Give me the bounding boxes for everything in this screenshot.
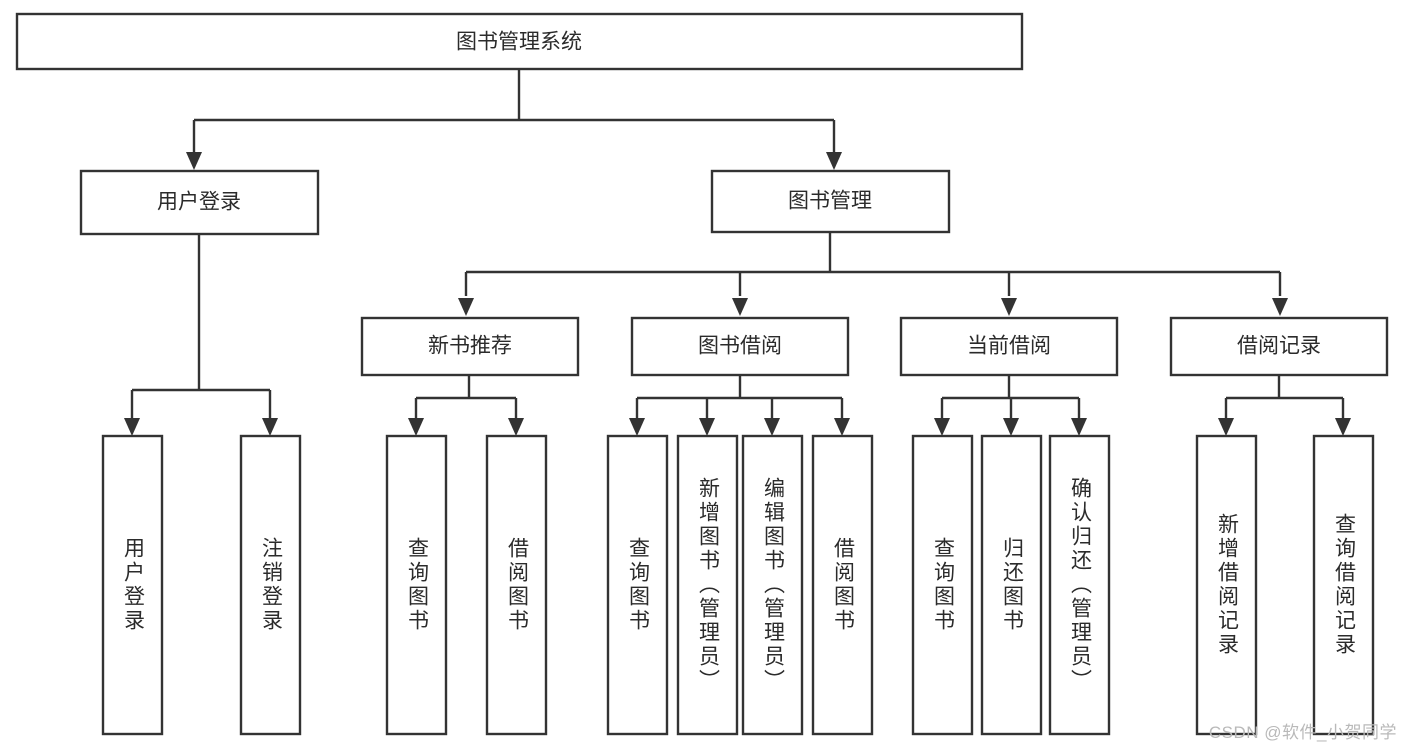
node-leaf-edit-book-admin-label: 编辑图书（管理员） <box>761 477 785 693</box>
arrow-head-icon <box>1218 418 1234 436</box>
arrow-head-icon <box>732 298 748 316</box>
arrow-head-icon <box>1003 418 1019 436</box>
csdn-watermark: CSDN @软件_小贺同学 <box>1208 723 1397 742</box>
node-leaf-add-borrow-record[interactable]: 新增借阅记录 <box>1195 434 1258 736</box>
node-current-borrow[interactable]: 当前借阅 <box>899 316 1119 377</box>
node-leaf-logout[interactable]: 注销登录 <box>239 434 302 736</box>
arrow-head-icon <box>764 418 780 436</box>
node-root-label: 图书管理系统 <box>456 31 582 54</box>
connector-record-to-leaves <box>1218 375 1351 436</box>
node-leaf-query-borrow-record-label: 查询借阅记录 <box>1332 513 1356 657</box>
node-leaf-user-login-label: 用户登录 <box>121 537 145 633</box>
connector-current-to-leaves <box>934 375 1087 436</box>
connector-root-to-level1 <box>186 69 842 170</box>
arrow-head-icon <box>458 298 474 316</box>
connector-newbook-to-leaves <box>408 375 524 436</box>
node-leaf-query-borrow-record[interactable]: 查询借阅记录 <box>1312 434 1375 736</box>
arrow-head-icon <box>262 418 278 436</box>
node-leaf-query-book-borrow-label: 查询图书 <box>626 537 650 633</box>
node-leaf-return-book[interactable]: 归还图书 <box>980 434 1043 736</box>
node-borrow-record-label: 借阅记录 <box>1237 335 1321 358</box>
node-leaf-user-login[interactable]: 用户登录 <box>101 434 164 736</box>
connector-borrow-to-leaves <box>629 375 850 436</box>
node-new-book-recommend[interactable]: 新书推荐 <box>360 316 580 377</box>
node-leaf-query-book-current-label: 查询图书 <box>931 537 955 633</box>
arrow-head-icon <box>699 418 715 436</box>
arrow-head-icon <box>629 418 645 436</box>
node-book-management-label: 图书管理 <box>788 190 872 213</box>
arrow-head-icon <box>124 418 140 436</box>
node-current-borrow-label: 当前借阅 <box>967 335 1051 358</box>
node-leaf-edit-book-admin[interactable]: 编辑图书（管理员） <box>741 434 804 736</box>
node-leaf-query-book-borrow[interactable]: 查询图书 <box>606 434 669 736</box>
arrow-head-icon <box>1001 298 1017 316</box>
node-leaf-query-book-rec[interactable]: 查询图书 <box>385 434 448 736</box>
connector-userlogin-to-leaves <box>124 234 278 436</box>
node-leaf-add-book-admin-label: 新增图书（管理员） <box>696 477 720 693</box>
node-root-system[interactable]: 图书管理系统 <box>15 12 1024 71</box>
connector-bookmgmt-to-level2 <box>458 232 1288 316</box>
node-leaf-query-book-current[interactable]: 查询图书 <box>911 434 974 736</box>
node-leaf-return-book-label: 归还图书 <box>1000 537 1024 633</box>
node-leaf-borrow-book[interactable]: 借阅图书 <box>811 434 874 736</box>
node-leaf-add-borrow-record-label: 新增借阅记录 <box>1215 513 1239 657</box>
node-leaf-logout-label: 注销登录 <box>259 537 283 633</box>
arrow-head-icon <box>826 152 842 170</box>
node-user-login[interactable]: 用户登录 <box>79 169 320 236</box>
arrow-head-icon <box>408 418 424 436</box>
node-new-book-recommend-label: 新书推荐 <box>428 335 512 358</box>
node-leaf-add-book-admin[interactable]: 新增图书（管理员） <box>676 434 739 736</box>
node-user-login-label: 用户登录 <box>157 191 241 214</box>
node-book-management[interactable]: 图书管理 <box>710 169 951 234</box>
arrow-head-icon <box>186 152 202 170</box>
arrow-head-icon <box>834 418 850 436</box>
node-book-borrow[interactable]: 图书借阅 <box>630 316 850 377</box>
arrow-head-icon <box>1272 298 1288 316</box>
arrow-head-icon <box>508 418 524 436</box>
node-leaf-borrow-book-rec[interactable]: 借阅图书 <box>485 434 548 736</box>
arrow-head-icon <box>1335 418 1351 436</box>
node-borrow-record[interactable]: 借阅记录 <box>1169 316 1389 377</box>
node-leaf-borrow-book-rec-label: 借阅图书 <box>505 537 529 633</box>
node-leaf-confirm-return-admin-label: 确认归还（管理员） <box>1068 477 1092 693</box>
arrow-head-icon <box>1071 418 1087 436</box>
node-book-borrow-label: 图书借阅 <box>698 335 782 358</box>
node-leaf-query-book-rec-label: 查询图书 <box>405 537 429 633</box>
node-leaf-borrow-book-label: 借阅图书 <box>831 537 855 633</box>
node-leaf-confirm-return-admin[interactable]: 确认归还（管理员） <box>1048 434 1111 736</box>
arrow-head-icon <box>934 418 950 436</box>
